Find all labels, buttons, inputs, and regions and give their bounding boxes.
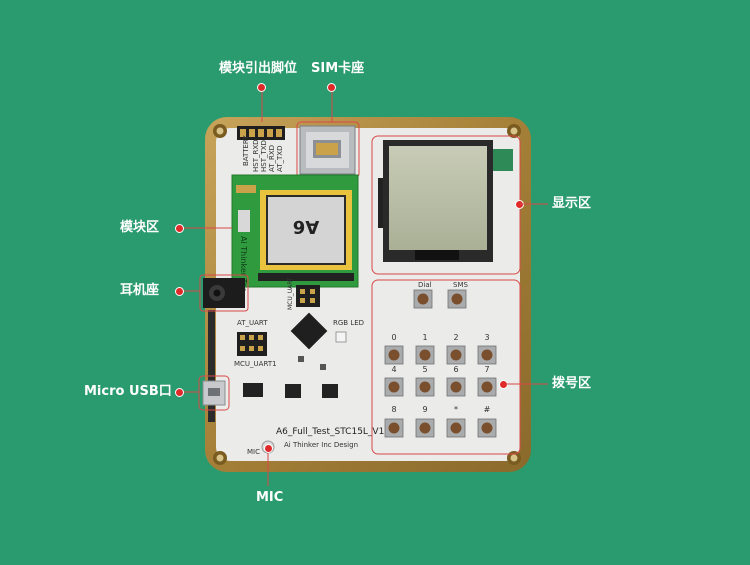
keypad-digit-label: 6 xyxy=(453,365,458,374)
sim-socket xyxy=(299,125,356,175)
at-uart-header xyxy=(237,332,267,356)
keypad-digit-label: 2 xyxy=(453,333,458,342)
earphone-jack xyxy=(203,278,245,308)
keypad-digit-label: 5 xyxy=(422,365,427,374)
pin-label-battery: BATTERY xyxy=(242,135,250,166)
left-edge-header xyxy=(208,310,215,422)
module-model: A6 xyxy=(293,216,319,237)
sms-label: SMS xyxy=(453,281,468,289)
usb-outline xyxy=(198,375,230,411)
rgb-led-label: RGB LED xyxy=(333,319,364,327)
keypad-button[interactable] xyxy=(446,345,466,365)
board-design: Ai Thinker Inc Design xyxy=(284,441,358,449)
sim-socket-marker xyxy=(327,83,336,92)
module-area-marker xyxy=(175,224,184,233)
earphone-jack-marker xyxy=(175,287,184,296)
module-board xyxy=(231,174,359,288)
dial-label: Dial xyxy=(418,281,432,289)
label-micro-usb: Micro USB口 xyxy=(84,384,172,399)
board-name: A6_Full_Test_STC15L_V1.0 xyxy=(276,427,393,437)
label-earphone-jack: 耳机座 xyxy=(120,283,160,298)
keypad-button[interactable] xyxy=(477,418,497,438)
pin-label-hst-txd: HST_TXD xyxy=(260,140,268,172)
mcu-uart-header xyxy=(296,285,320,307)
mic-marker xyxy=(264,444,273,453)
module-brand: Ai Thinker Tec. xyxy=(239,236,248,294)
pin-header xyxy=(237,126,285,140)
micro-usb-marker xyxy=(175,388,184,397)
label-dial-area: 拨号区 xyxy=(552,376,592,391)
keypad-button[interactable] xyxy=(446,377,466,397)
mcu-uart1-label: MCU_UART1 xyxy=(234,360,277,368)
micro-usb-port xyxy=(202,380,226,406)
sms-button[interactable] xyxy=(447,289,467,309)
keypad-digit-label: 3 xyxy=(484,333,489,342)
pin-label-at-rxd: AT_RXD xyxy=(268,145,276,172)
display-area-marker xyxy=(515,200,524,209)
module-pins-marker xyxy=(257,83,266,92)
keypad-digit-label: * xyxy=(454,405,458,414)
mcu-chip xyxy=(290,312,328,350)
pin-label-at-txd: AT_TXD xyxy=(276,146,284,172)
rgb-led xyxy=(335,331,347,343)
small-ics xyxy=(243,356,338,398)
mcu-uart-label: MCU_UART xyxy=(287,277,294,310)
keypad-digit-label: 1 xyxy=(422,333,427,342)
keypad-outline xyxy=(371,279,521,455)
label-module-pins: 模块引出脚位 xyxy=(219,61,298,76)
label-sim-socket: SIM卡座 xyxy=(311,61,365,76)
at-uart-label: AT_UART xyxy=(237,319,268,327)
label-module-area: 模块区 xyxy=(120,220,160,235)
mic-silkscreen: MIC xyxy=(247,448,260,456)
keypad-digit-label: 7 xyxy=(484,365,489,374)
keypad-button[interactable] xyxy=(415,345,435,365)
label-display-area: 显示区 xyxy=(552,196,592,211)
keypad-button[interactable] xyxy=(384,377,404,397)
keypad-button[interactable] xyxy=(446,418,466,438)
keypad-digit-label: # xyxy=(484,405,491,414)
keypad-button[interactable] xyxy=(477,345,497,365)
keypad-button[interactable] xyxy=(415,377,435,397)
jack-outline xyxy=(199,274,249,312)
label-mic: MIC xyxy=(256,490,284,505)
keypad-button[interactable] xyxy=(384,418,404,438)
keypad-digit-label: 9 xyxy=(422,405,427,414)
keypad-digit-label: 0 xyxy=(391,333,396,342)
dial-button[interactable] xyxy=(413,289,433,309)
keypad-digit-label: 4 xyxy=(391,365,396,374)
lcd-display xyxy=(378,140,513,262)
keypad-button[interactable] xyxy=(477,377,497,397)
pin-label-hst-rxd: HST_RXD xyxy=(252,139,260,172)
keypad-digit-label: 8 xyxy=(391,405,396,414)
keypad-button[interactable] xyxy=(384,345,404,365)
dial-area-marker xyxy=(499,380,508,389)
keypad: 0 1 2 3 4 5 6 7 8 9 * # xyxy=(384,289,497,438)
keypad-button[interactable] xyxy=(415,418,435,438)
